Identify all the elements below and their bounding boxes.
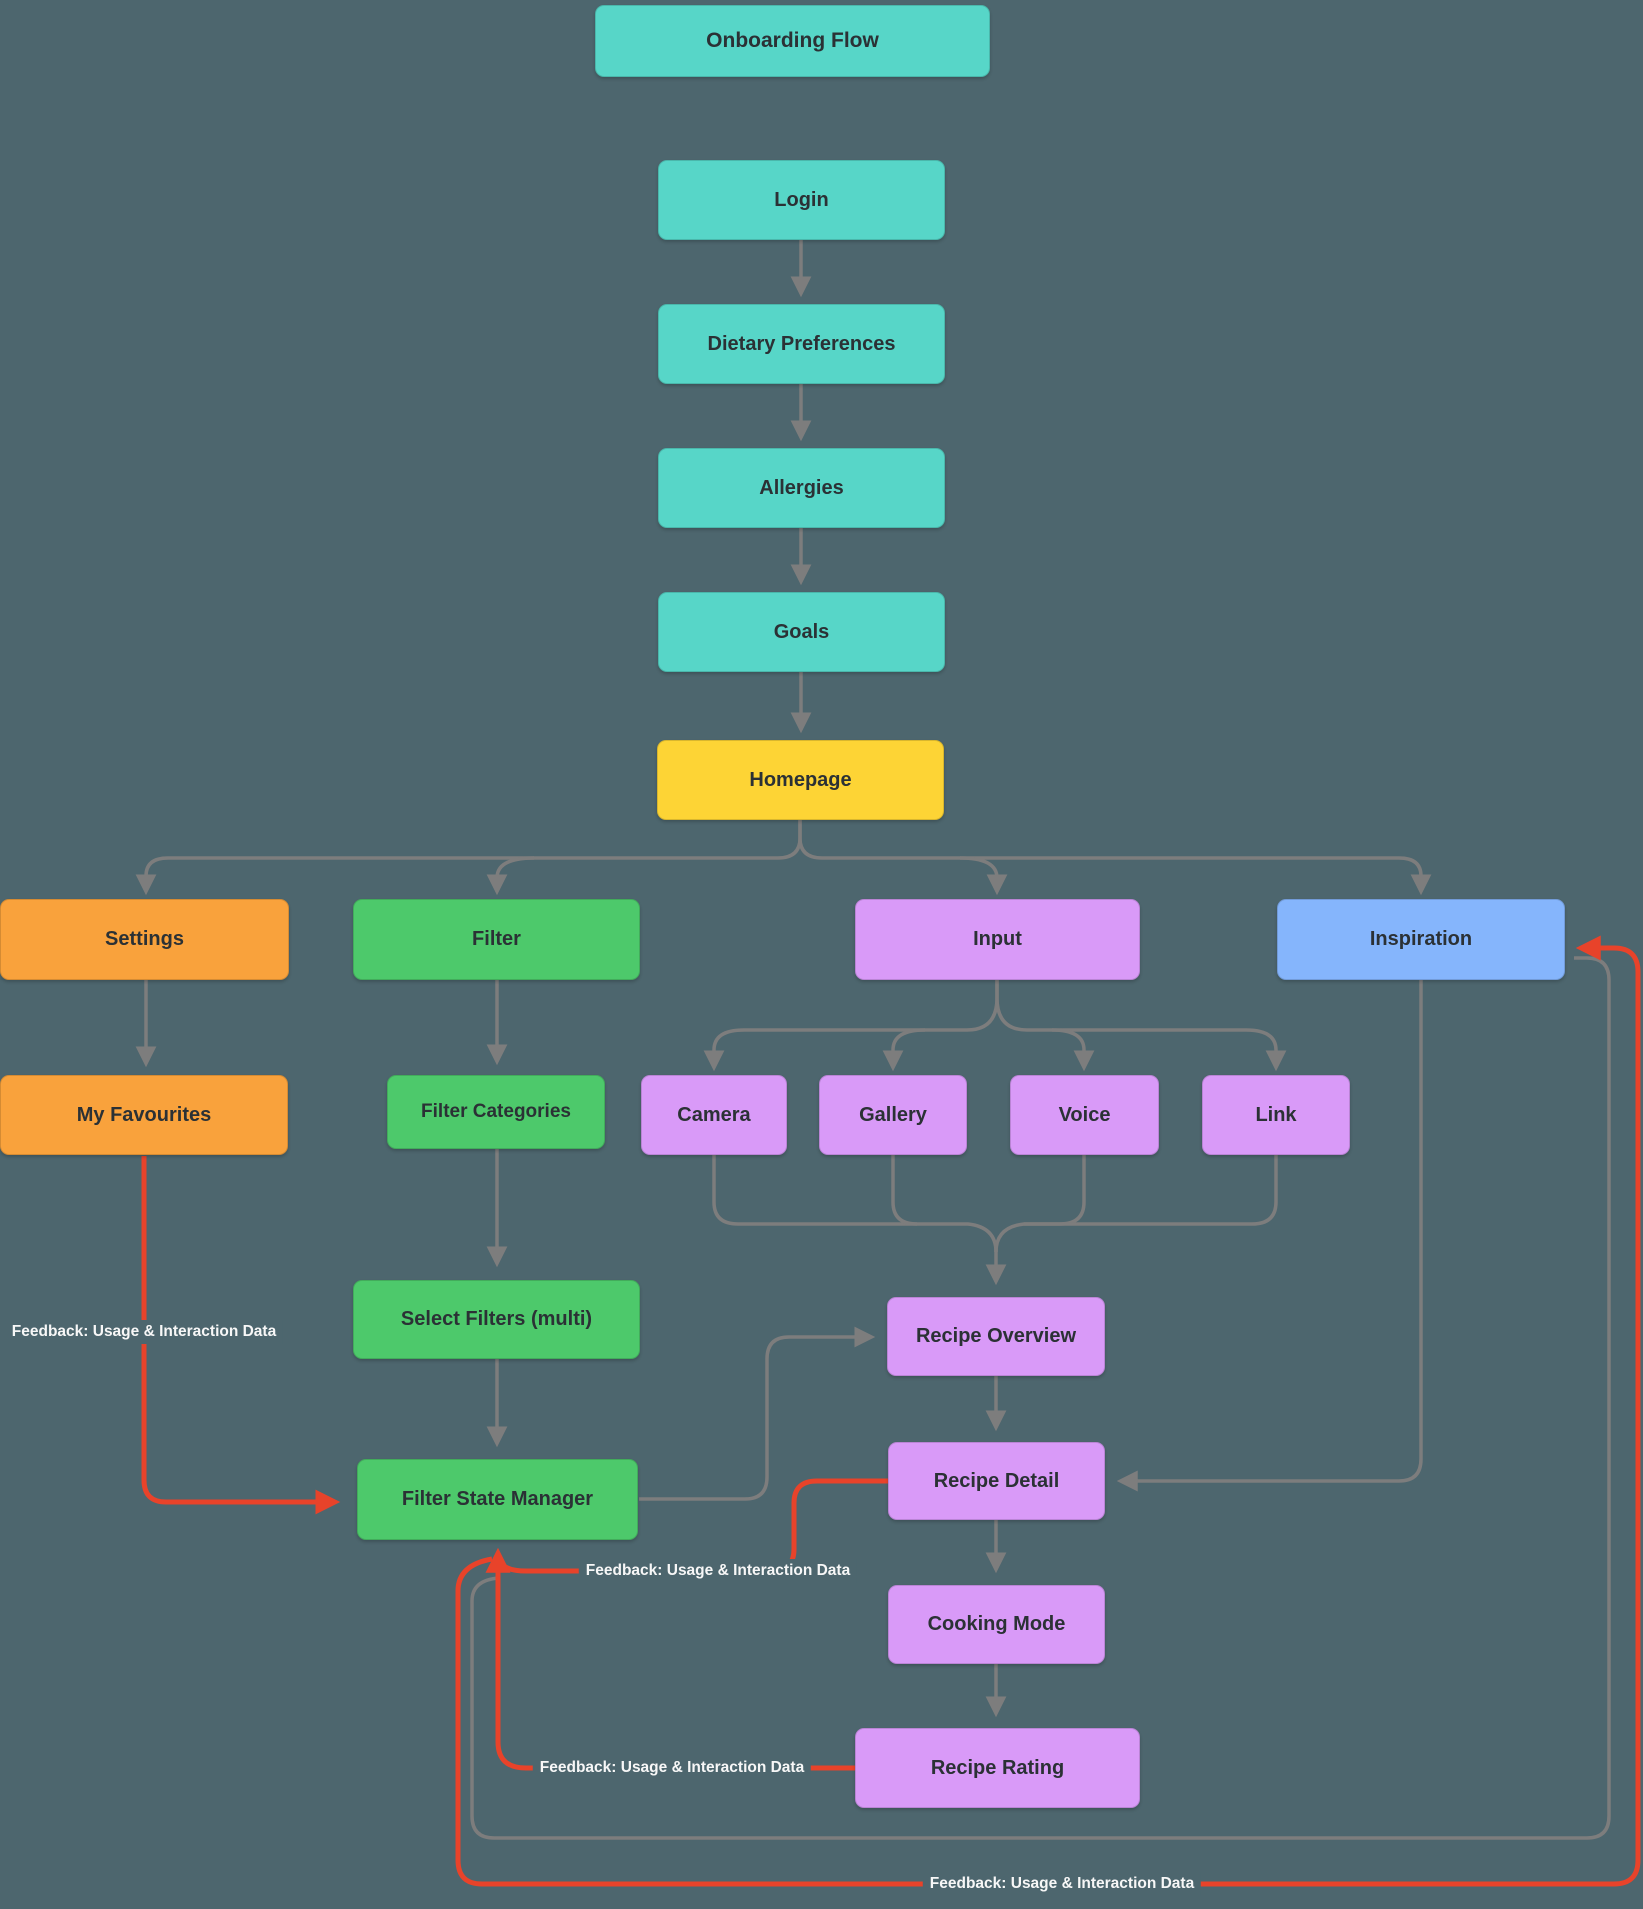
node-dietary-preferences[interactable]: Dietary Preferences — [658, 304, 945, 384]
node-homepage[interactable]: Homepage — [657, 740, 944, 820]
node-label: Input — [973, 928, 1022, 950]
node-label: Homepage — [749, 768, 852, 791]
node-voice[interactable]: Voice — [1010, 1075, 1159, 1155]
edge-gallery-merge — [891, 1155, 918, 1226]
node-allergies[interactable]: Allergies — [658, 448, 945, 528]
edge-inspiration-recipedetail — [1116, 980, 1423, 1492]
node-label: Dietary Preferences — [707, 332, 896, 355]
edge-label-feedback-recipedetail: Feedback: Usage & Interaction Data — [578, 1559, 858, 1583]
node-recipe-overview[interactable]: Recipe Overview — [887, 1297, 1105, 1376]
node-label: Inspiration — [1369, 928, 1473, 950]
node-my-favourites[interactable]: My Favourites — [0, 1075, 288, 1155]
edge-fsm-recipeoverview — [639, 1326, 876, 1501]
node-label: Goals — [773, 620, 830, 643]
node-filter-state-manager[interactable]: Filter State Manager — [357, 1459, 638, 1540]
node-goals[interactable]: Goals — [658, 592, 945, 672]
edge-label-feedback-myfavourites: Feedback: Usage & Interaction Data — [4, 1320, 284, 1344]
node-gallery[interactable]: Gallery — [819, 1075, 967, 1155]
node-label: Allergies — [759, 476, 844, 499]
node-input[interactable]: Input — [855, 899, 1140, 980]
edge-homepage-input — [959, 856, 1008, 896]
edge-input-camera — [703, 980, 999, 1072]
node-select-filters[interactable]: Select Filters (multi) — [353, 1280, 640, 1359]
edge-feedback-fsm-inspiration — [455, 935, 1641, 1887]
node-label: My Favourites — [76, 1103, 212, 1126]
edge-fsm-inspiration-loop — [470, 956, 1611, 1840]
node-label: Select Filters (multi) — [400, 1308, 593, 1330]
node-label: Recipe Overview — [915, 1325, 1077, 1347]
edge-label-feedback-inspiration: Feedback: Usage & Interaction Data — [922, 1872, 1202, 1896]
node-onboarding-flow[interactable]: Onboarding Flow — [595, 5, 990, 77]
edge-input-voice — [1051, 1028, 1095, 1072]
edge-input-gallery — [882, 1028, 926, 1072]
node-filter-categories[interactable]: Filter Categories — [387, 1075, 605, 1149]
node-label: Gallery — [859, 1103, 927, 1126]
node-settings[interactable]: Settings — [0, 899, 289, 980]
node-label: Filter Categories — [421, 1101, 571, 1122]
node-label: Voice — [1058, 1103, 1111, 1126]
node-recipe-detail[interactable]: Recipe Detail — [888, 1442, 1105, 1520]
node-link[interactable]: Link — [1202, 1075, 1350, 1155]
node-label: Link — [1255, 1103, 1297, 1126]
node-label: Login — [774, 188, 829, 211]
edge-link-merge — [1024, 1155, 1278, 1226]
node-label: Onboarding Flow — [706, 29, 879, 52]
edge-feedback-reciperating-fsm — [495, 1562, 855, 1771]
node-filter[interactable]: Filter — [353, 899, 640, 980]
node-label: Camera — [677, 1103, 751, 1126]
edge-feedback-myfavourites-fsm — [141, 1156, 341, 1515]
edge-homepage-settings — [135, 819, 802, 896]
edge-homepage-inspiration — [798, 819, 1432, 896]
edge-camera-merge — [712, 1155, 998, 1253]
node-label: Recipe Rating — [930, 1756, 1065, 1779]
edge-input-link — [995, 980, 1287, 1072]
node-camera[interactable]: Camera — [641, 1075, 787, 1155]
edge-label-feedback-reciperating: Feedback: Usage & Interaction Data — [532, 1756, 812, 1780]
node-recipe-rating[interactable]: Recipe Rating — [855, 1728, 1140, 1808]
node-inspiration[interactable]: Inspiration — [1277, 899, 1565, 980]
edge-voice-merge — [994, 1155, 1086, 1253]
node-label: Settings — [105, 928, 184, 950]
node-label: Recipe Detail — [933, 1469, 1060, 1492]
node-cooking-mode[interactable]: Cooking Mode — [888, 1585, 1105, 1664]
node-label: Filter State Manager — [401, 1488, 594, 1510]
node-login[interactable]: Login — [658, 160, 945, 240]
node-label: Cooking Mode — [927, 1613, 1066, 1635]
node-label: Filter — [472, 928, 521, 950]
edge-homepage-filter — [486, 856, 535, 896]
